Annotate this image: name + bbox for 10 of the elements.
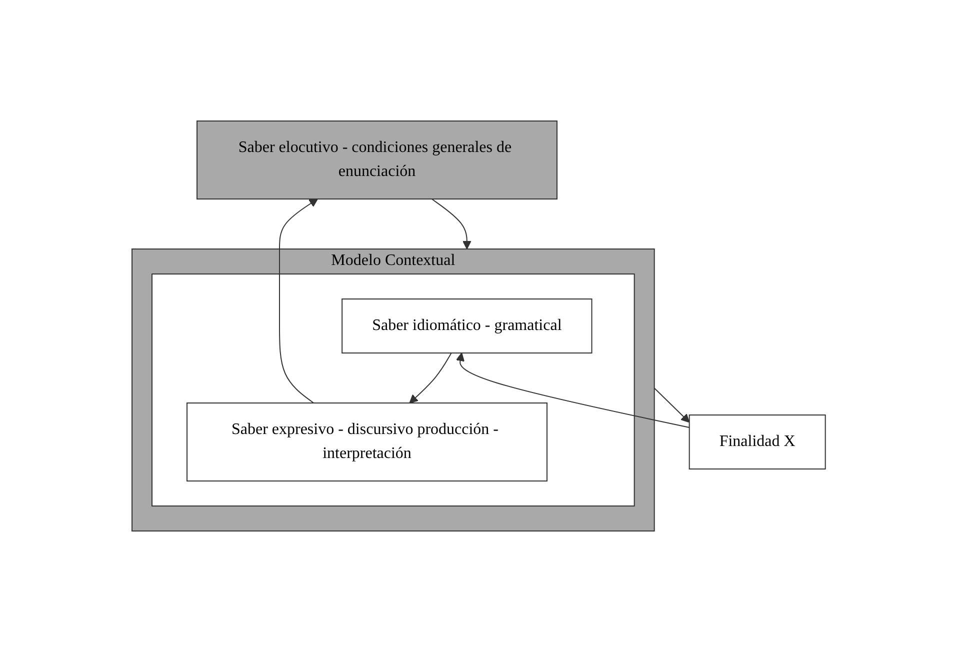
- cluster: [152, 273, 636, 506]
- node-box: Saber elocutivo - condiciones generales de enunciación: [196, 120, 558, 199]
- node-box: Finalidad X: [689, 414, 826, 469]
- arrow: [410, 352, 452, 403]
- arrow: [456, 352, 690, 428]
- node-box: Saber idiomático - gramatical: [342, 298, 593, 353]
- node-box: Saber expresivo - discursivo producción - interpretación: [186, 402, 548, 481]
- arrow: [432, 198, 472, 249]
- arrow: [654, 387, 690, 422]
- arrow: [279, 198, 318, 403]
